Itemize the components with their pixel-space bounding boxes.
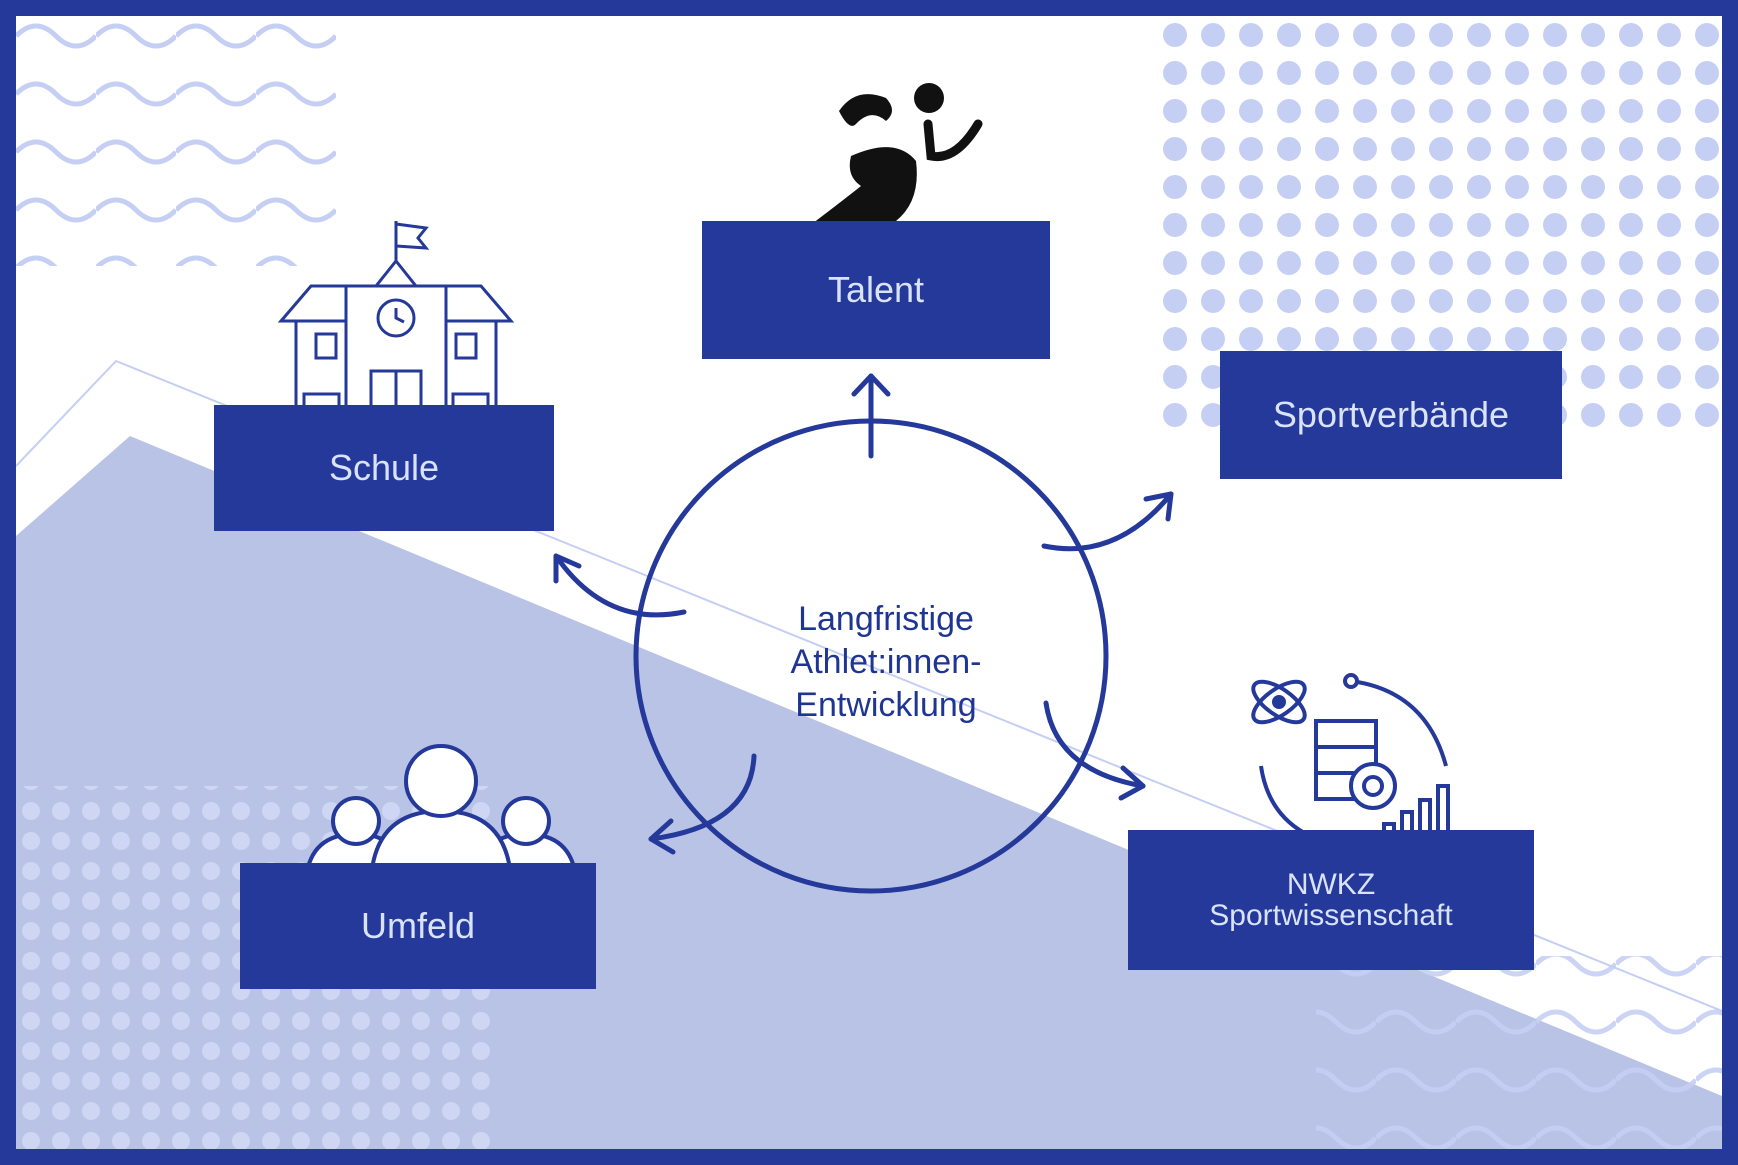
node-umfeld: Umfeld (240, 863, 596, 989)
people-group-icon (303, 744, 579, 880)
node-talent: Talent (702, 221, 1050, 359)
arrow-to-nwkz (1043, 700, 1146, 801)
node-umfeld-label: Umfeld (360, 905, 476, 947)
wave-pattern-bottom-right (1316, 956, 1722, 1149)
center-label-line3: Entwicklung (795, 686, 977, 724)
center-label-line1: Langfristige (798, 600, 974, 638)
center-label: Langfristige Athlet:innen- Entwicklung (716, 598, 1056, 727)
center-label-line2: Athlet:innen- (790, 643, 982, 681)
node-nwkz-label-line2: Sportwissenschaft (1209, 899, 1453, 932)
node-talent-label: Talent (827, 269, 925, 311)
node-sportverbaende: Sportverbände (1220, 351, 1562, 479)
node-schule: Schule (214, 405, 554, 531)
wave-pattern-top-left (16, 16, 336, 266)
node-schule-label: Schule (328, 447, 440, 489)
node-nwkz: NWKZ Sportwissenschaft (1128, 830, 1534, 970)
arrow-to-sportverbaende (1041, 491, 1174, 552)
node-nwkz-label-line1: NWKZ (1286, 867, 1376, 901)
diagonal-thin-line (16, 359, 1722, 1012)
arrow-to-schule (553, 553, 687, 618)
arrow-to-talent (851, 373, 891, 459)
arrow-to-umfeld (648, 753, 757, 855)
background-decoration (16, 16, 1722, 1149)
node-sportverbaende-label: Sportverbände (1272, 394, 1510, 436)
science-data-icon (1251, 673, 1450, 856)
